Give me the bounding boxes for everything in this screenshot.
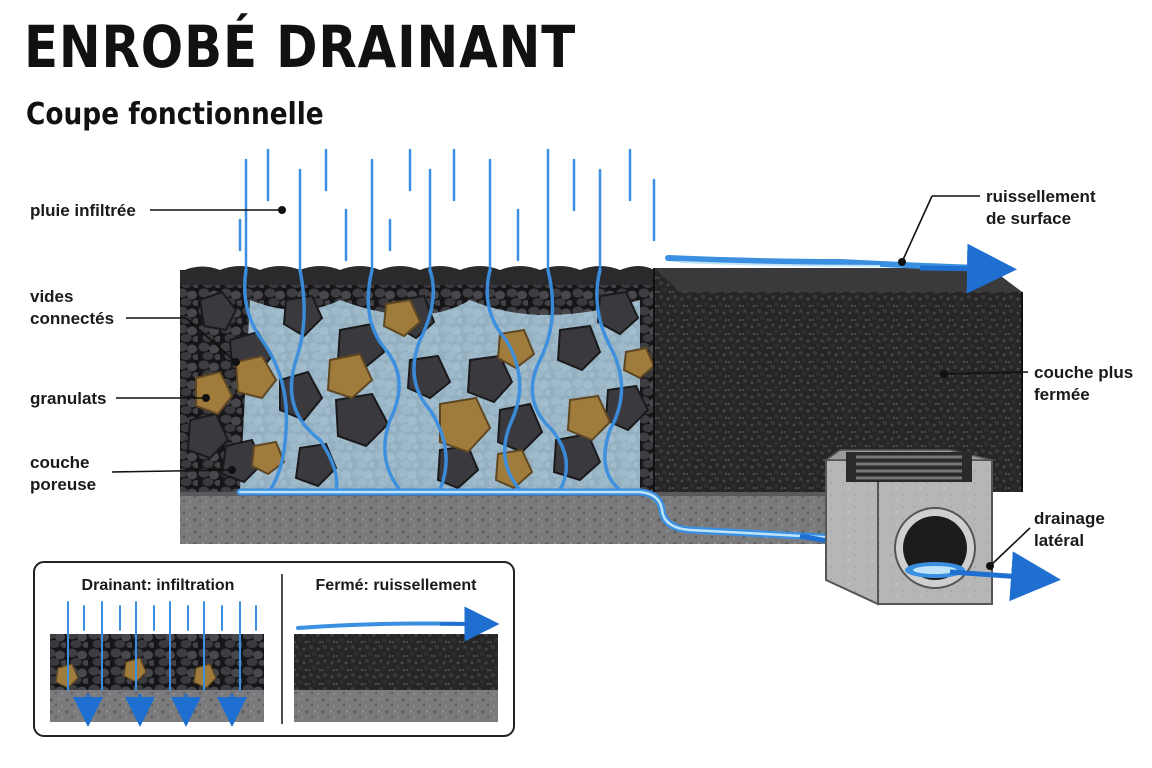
- comparison-inset: Drainant: infiltration Fermé: ruissellem…: [33, 561, 515, 737]
- label-porous-2: poreuse: [30, 475, 96, 494]
- inset-draining-sample: [50, 601, 264, 727]
- label-voids-1: vides: [30, 287, 73, 306]
- leader-lines: [111, 195, 1031, 567]
- inset-left-title: Drainant: infiltration: [82, 577, 235, 594]
- drainage-channel: [823, 449, 993, 606]
- closed-layer: [653, 268, 1023, 492]
- inset-right-title: Fermé: ruissellement: [316, 577, 478, 594]
- label-rain: pluie infiltrée: [30, 201, 136, 220]
- label-voids-2: connectés: [30, 309, 114, 328]
- label-aggregates: granulats: [30, 389, 107, 408]
- rain-lines: [238, 148, 656, 274]
- label-drain-1: drainage: [1034, 509, 1105, 528]
- label-drain-2: latéral: [1034, 531, 1084, 550]
- dark-aggregates: [186, 290, 650, 490]
- label-runoff-1: ruissellement: [986, 187, 1096, 206]
- page-subtitle: Coupe fonctionnelle: [26, 97, 324, 132]
- label-closed-1: couche plus: [1034, 363, 1133, 382]
- label-porous-1: couche: [30, 453, 90, 472]
- inset-closed-sample: [294, 606, 500, 722]
- infiltration-flows: [242, 268, 624, 492]
- page-title: ENROBÉ DRAINANT: [24, 13, 577, 81]
- label-closed-2: fermée: [1034, 385, 1090, 404]
- label-runoff-2: de surface: [986, 209, 1071, 228]
